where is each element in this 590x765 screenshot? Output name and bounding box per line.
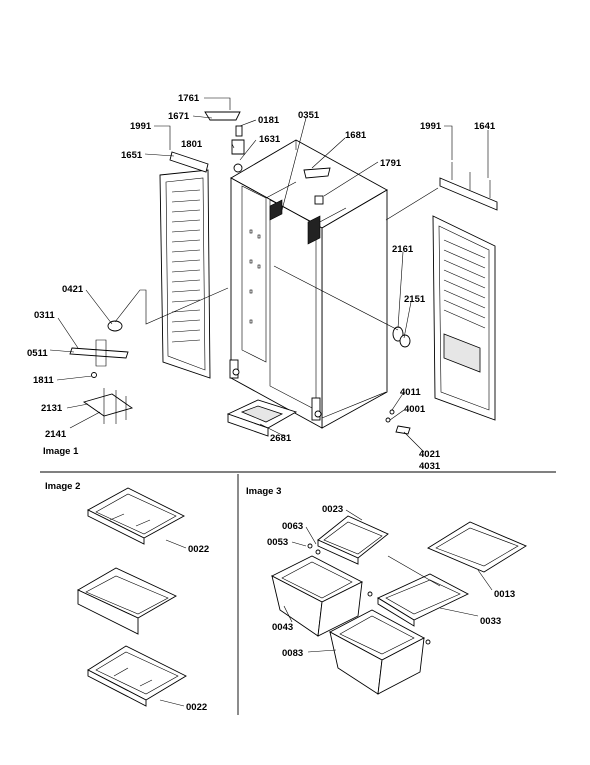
part-label: 4021 bbox=[419, 449, 441, 460]
part-label: 0181 bbox=[258, 115, 280, 126]
leader-lines bbox=[49, 97, 489, 453]
part-label: 0022 bbox=[186, 702, 207, 713]
crisper-drawer-right bbox=[329, 609, 425, 695]
screw bbox=[307, 543, 313, 549]
part-label: 2161 bbox=[392, 244, 414, 255]
part-label: 0511 bbox=[27, 348, 48, 359]
left-bottom-hinge-assembly bbox=[69, 320, 134, 424]
crisper-drawer-left bbox=[271, 555, 363, 637]
part-label: 1681 bbox=[345, 130, 367, 141]
panel-title-image2: Image 2 bbox=[45, 481, 80, 492]
part-label: 0053 bbox=[267, 537, 288, 548]
part-label: 2151 bbox=[404, 294, 426, 305]
screw bbox=[425, 639, 431, 645]
part-label: 0311 bbox=[34, 310, 55, 321]
image1-labels: 1761 1671 0181 1991 1801 1631 0351 1681 … bbox=[27, 93, 496, 472]
alignment-lines bbox=[114, 187, 439, 419]
panel-title-image1: Image 1 bbox=[43, 446, 79, 457]
part-label: 2131 bbox=[41, 403, 63, 414]
part-label: 1641 bbox=[474, 121, 496, 132]
cabinet bbox=[229, 139, 388, 429]
part-label: 4011 bbox=[400, 387, 421, 398]
part-label: 4031 bbox=[419, 461, 441, 472]
panel-title-image3: Image 3 bbox=[246, 486, 281, 497]
part-label: 1761 bbox=[178, 93, 200, 104]
image3-leaders bbox=[283, 509, 493, 653]
right-bottom-screws bbox=[385, 409, 411, 435]
right-top-hinge-parts bbox=[303, 162, 498, 211]
part-label: 1991 bbox=[420, 121, 442, 132]
image2-shelves: Image 2 0022 0022 bbox=[45, 481, 209, 713]
part-label: 1791 bbox=[380, 158, 402, 169]
part-label: 4001 bbox=[404, 404, 426, 415]
part-label: 1631 bbox=[259, 134, 281, 145]
part-label: 1811 bbox=[33, 375, 54, 386]
part-label: 1991 bbox=[130, 121, 152, 132]
part-label: 1671 bbox=[168, 111, 190, 122]
left-door bbox=[159, 169, 211, 379]
part-label: 0013 bbox=[494, 589, 515, 600]
image3-crispers: Image 3 bbox=[246, 486, 527, 695]
part-label: 2681 bbox=[270, 433, 292, 444]
part-label: 0421 bbox=[62, 284, 84, 295]
part-label: 0063 bbox=[282, 521, 303, 532]
glass-shelf-top bbox=[87, 487, 185, 545]
screw bbox=[315, 549, 321, 555]
image1-exploded-view: 1761 1671 0181 1991 1801 1631 0351 1681 … bbox=[27, 93, 498, 472]
panel-dividers bbox=[40, 471, 556, 715]
left-top-hinge-parts bbox=[169, 111, 245, 173]
part-label: 1801 bbox=[181, 139, 203, 150]
part-label: 0043 bbox=[272, 622, 293, 633]
part-label: 2141 bbox=[45, 429, 67, 440]
screw bbox=[367, 591, 373, 597]
shelf-with-drawer bbox=[77, 567, 177, 635]
glass-shelf-bottom bbox=[87, 645, 187, 707]
part-label: 1651 bbox=[121, 150, 143, 161]
part-label: 0022 bbox=[188, 544, 209, 555]
crisper-cover-bottom bbox=[377, 573, 470, 627]
part-label: 0351 bbox=[298, 110, 320, 121]
part-label: 0033 bbox=[480, 616, 501, 627]
right-door bbox=[432, 215, 496, 421]
crisper-cover-top bbox=[317, 515, 389, 565]
right-hinge-cover bbox=[392, 326, 411, 348]
drain-pan bbox=[226, 399, 298, 437]
part-label: 0083 bbox=[282, 648, 303, 659]
part-label: 0023 bbox=[322, 504, 343, 515]
glass-panel bbox=[427, 521, 527, 573]
